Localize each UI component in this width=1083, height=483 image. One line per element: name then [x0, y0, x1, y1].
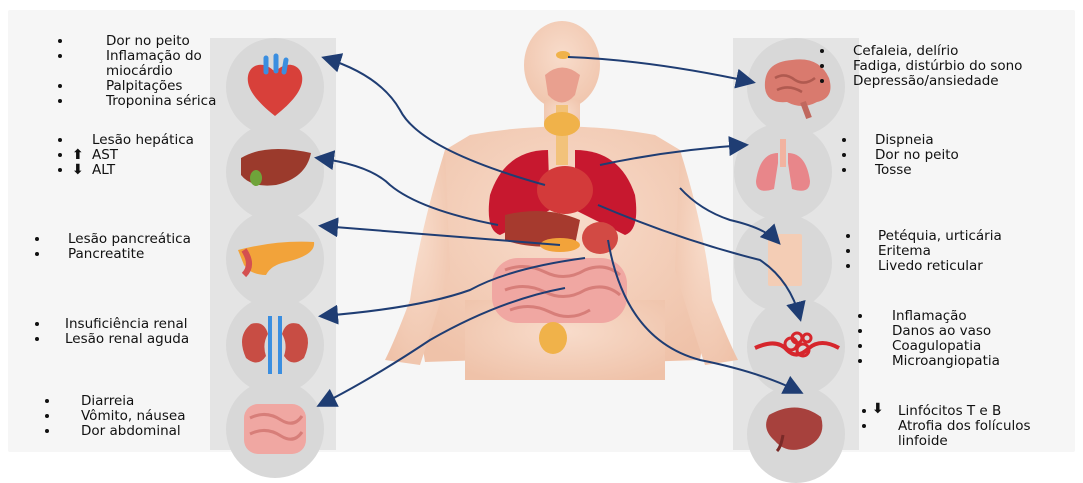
kidney-item-1: Insuficiência renal — [65, 316, 188, 332]
list-item: Dor abdominal — [45, 424, 185, 439]
liver-item-3: ALT — [92, 162, 115, 178]
list-item: Palpitações — [70, 79, 216, 94]
list-item: Atrofia dos folículos — [862, 419, 1031, 434]
vessels-symptom-list: Inflamação Danos ao vaso Coagulopatia Mi… — [858, 309, 1000, 369]
vessels-item-4: Microangiopatia — [892, 353, 1000, 369]
heart-item-2: Inflamação do — [106, 48, 202, 64]
spleen-symptom-list: ⬇Linfócitos T e B Atrofia dos folículos … — [862, 404, 1031, 449]
spleen-item-3: linfoide — [898, 433, 948, 449]
list-item: Coagulopatia — [858, 339, 1000, 354]
list-item: Cefaleia, delírio — [820, 44, 1022, 59]
heart-item-3: miocárdio — [106, 63, 173, 79]
list-item: miocárdio — [70, 64, 216, 79]
list-item: Tosse — [842, 163, 959, 178]
pancreas-item-1: Lesão pancreática — [68, 231, 191, 247]
skin-item-1: Petéquia, urticária — [878, 228, 1002, 244]
arrow-to-brain — [568, 57, 752, 82]
list-item: Inflamação — [858, 309, 1000, 324]
arrow-to-pancreas — [322, 226, 560, 245]
skin-symptom-list: Petéquia, urticária Eritema Livedo retic… — [846, 229, 1002, 274]
brain-item-1: Cefaleia, delírio — [853, 43, 958, 59]
liver-symptom-list: Lesão hepática ⬆ AST ⬇ ALT — [70, 133, 194, 178]
arrow-to-lungs — [600, 145, 745, 165]
lungs-item-3: Tosse — [875, 162, 912, 178]
lungs-item-2: Dor no peito — [875, 147, 959, 163]
kidney-symptom-list: Insuficiência renal Lesão renal aguda — [35, 317, 189, 347]
heart-item-5: Troponina sérica — [106, 93, 216, 109]
list-item: Dispneia — [842, 133, 959, 148]
arrow-to-intestine — [320, 288, 565, 405]
vessels-item-1: Inflamação — [892, 308, 967, 324]
intestine-item-2: Vômito, náusea — [81, 408, 185, 424]
liver-item-1: Lesão hepática — [92, 132, 194, 148]
list-item: Troponina sérica — [70, 94, 216, 109]
heart-item-1: Dor no peito — [106, 33, 190, 49]
pancreas-symptom-list: Lesão pancreática Pancreatite — [35, 232, 191, 262]
liver-item-2: AST — [92, 147, 118, 163]
lungs-item-1: Dispneia — [875, 132, 934, 148]
list-item: linfoide — [862, 434, 1031, 449]
list-item: Lesão hepática — [70, 133, 194, 148]
skin-item-3: Livedo reticular — [878, 258, 983, 274]
list-item: ⬇ Linfócitos T e B — [862, 404, 1031, 419]
spleen-item-2: Atrofia dos folículos — [898, 418, 1031, 434]
arrow-down-icon: ⬇ — [72, 163, 84, 177]
list-item: Dor no peito — [70, 34, 216, 49]
intestine-item-3: Dor abdominal — [81, 423, 181, 439]
list-item: Livedo reticular — [846, 259, 1002, 274]
list-item: Lesão pancreática — [35, 232, 191, 247]
intestine-item-1: Diarreia — [81, 393, 134, 409]
brain-item-2: Fadiga, distúrbio do sono — [853, 58, 1022, 74]
list-item: Microangiopatia — [858, 354, 1000, 369]
vessels-item-2: Danos ao vaso — [892, 323, 991, 339]
skin-item-2: Eritema — [878, 243, 931, 259]
list-item: Pancreatite — [35, 247, 191, 262]
arrow-to-kidney — [322, 258, 585, 316]
kidney-item-2: Lesão renal aguda — [65, 331, 189, 347]
list-item: Eritema — [846, 244, 1002, 259]
lungs-symptom-list: Dispneia Dor no peito Tosse — [842, 133, 959, 178]
intestine-symptom-list: Diarreia Vômito, náusea Dor abdominal — [45, 394, 185, 439]
arrow-to-skin — [680, 188, 778, 242]
list-item: Vômito, náusea — [45, 409, 185, 424]
arrow-to-liver — [318, 158, 498, 225]
diagram-stage: Dor no peito Inflamação do miocárdio Pal… — [0, 0, 1083, 460]
list-item: ⬇ ALT — [70, 163, 194, 178]
brain-symptom-list: Cefaleia, delírio Fadiga, distúrbio do s… — [820, 44, 1022, 89]
list-item: Petéquia, urticária — [846, 229, 1002, 244]
list-item: Insuficiência renal — [35, 317, 189, 332]
spleen-item-1: Linfócitos T e B — [898, 403, 1001, 419]
list-item: Inflamação do — [70, 49, 216, 64]
list-item: Lesão renal aguda — [35, 332, 189, 347]
list-item: ⬆ AST — [70, 148, 194, 163]
list-item: Fadiga, distúrbio do sono — [820, 59, 1022, 74]
vessels-item-3: Coagulopatia — [892, 338, 981, 354]
pancreas-item-2: Pancreatite — [68, 246, 144, 262]
list-item: Dor no peito — [842, 148, 959, 163]
arrow-down-icon: ⬇ — [872, 402, 884, 416]
list-item: Danos ao vaso — [858, 324, 1000, 339]
heart-item-4: Palpitações — [106, 78, 182, 94]
heart-symptom-list: Dor no peito Inflamação do miocárdio Pal… — [70, 34, 216, 109]
list-item: Diarreia — [45, 394, 185, 409]
arrow-to-spleen — [608, 240, 800, 392]
brain-item-3: Depressão/ansiedade — [853, 73, 999, 89]
list-item: Depressão/ansiedade — [820, 74, 1022, 89]
arrow-up-icon: ⬆ — [72, 148, 84, 162]
